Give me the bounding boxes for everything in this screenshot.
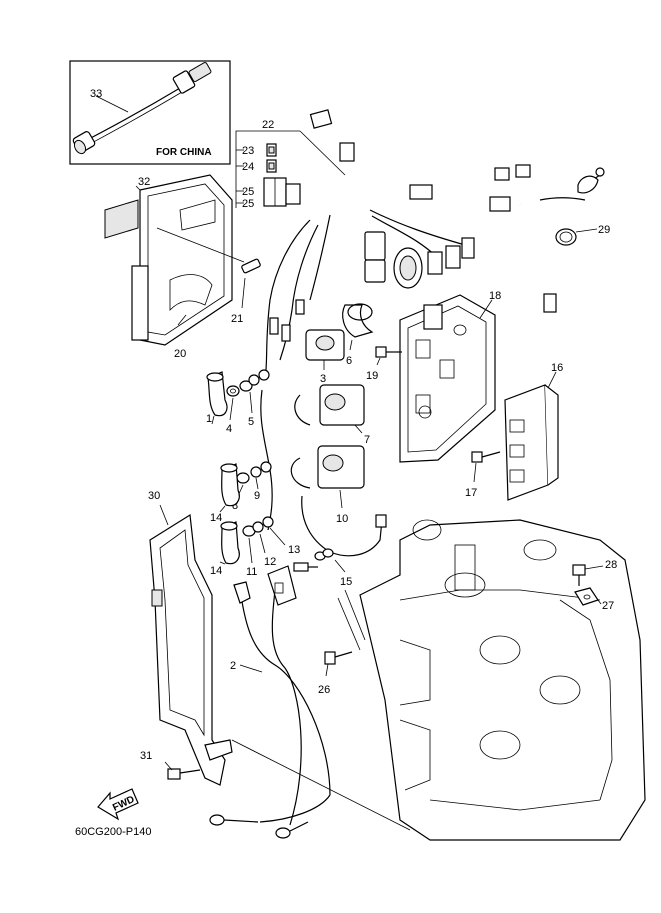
callout-16: 16 xyxy=(551,362,563,374)
callout-11: 11 xyxy=(246,566,257,578)
inset-box: 33 FOR CHINA xyxy=(69,60,231,165)
callout-28: 28 xyxy=(605,559,617,571)
callout-7: 7 xyxy=(364,434,370,446)
bolt-part-19: 19 xyxy=(366,346,402,382)
clip-part-27: 27 xyxy=(574,587,614,612)
boot-part-1: 1 xyxy=(206,371,228,425)
callout-5: 5 xyxy=(248,416,254,428)
relay-part-10: 10 xyxy=(290,445,365,525)
lead-part-15: 15 xyxy=(293,495,387,588)
callout-4: 4 xyxy=(226,423,232,435)
callout-9: 9 xyxy=(254,490,260,502)
cover-part-32-20: 32 20 xyxy=(104,174,245,360)
callout-17: 17 xyxy=(465,487,477,499)
callout-8: 8 xyxy=(232,500,238,512)
boots-part-14: 14 14 xyxy=(210,463,240,577)
callout-10: 10 xyxy=(336,513,348,525)
callout-23: 23 xyxy=(242,145,254,157)
fuse-callout-group: 22 23 24 25 25 xyxy=(235,119,346,210)
cover-part-30: 30 xyxy=(148,490,233,786)
callout-24: 24 xyxy=(242,161,254,173)
callout-18: 18 xyxy=(489,290,501,302)
callout-2: 2 xyxy=(230,660,236,672)
callout-27: 27 xyxy=(602,600,614,612)
callout-19: 19 xyxy=(366,370,378,382)
callout-25b: 25 xyxy=(242,198,254,210)
callout-22: 22 xyxy=(262,119,274,131)
callout-14a: 14 xyxy=(210,512,222,524)
bracket-part-16: 16 xyxy=(504,362,563,501)
bolt-part-17: 17 xyxy=(465,451,501,499)
callout-13: 13 xyxy=(288,544,300,556)
diagram-code: 60CG200-P140 xyxy=(75,826,151,838)
relay-part-3: 3 xyxy=(305,329,345,385)
callout-30: 30 xyxy=(148,490,160,502)
callout-29: 29 xyxy=(598,224,610,236)
fwd-arrow: FWD xyxy=(97,788,139,821)
callout-1: 1 xyxy=(206,413,212,425)
engine-block xyxy=(231,519,646,841)
callout-26: 26 xyxy=(318,684,330,696)
callout-6: 6 xyxy=(346,355,352,367)
callout-32: 32 xyxy=(138,176,150,188)
clamp-part-6: 6 xyxy=(342,303,374,367)
callout-21: 21 xyxy=(231,313,243,325)
callout-3: 3 xyxy=(320,373,326,385)
screw-part-21: 21 xyxy=(231,258,261,325)
battery-cable-part-2: 2 xyxy=(209,565,331,839)
callout-15: 15 xyxy=(340,576,352,588)
wiring-harness: 29 xyxy=(309,109,610,313)
callout-33: 33 xyxy=(90,88,102,100)
callout-12: 12 xyxy=(264,556,276,568)
bolt-part-31: 31 xyxy=(140,750,201,780)
nuts-and-washers: 4 5 8 9 11 12 13 xyxy=(226,369,300,578)
bolt-part-26: 26 xyxy=(318,651,353,696)
callout-14b: 14 xyxy=(210,565,222,577)
bracket-part-18: 18 xyxy=(399,290,501,463)
relay-part-7: 7 xyxy=(294,384,370,446)
callout-25a: 25 xyxy=(242,186,254,198)
inset-note: FOR CHINA xyxy=(156,147,212,158)
callout-31: 31 xyxy=(140,750,152,762)
callout-20: 20 xyxy=(174,348,186,360)
bolt-part-28: 28 xyxy=(572,559,617,586)
